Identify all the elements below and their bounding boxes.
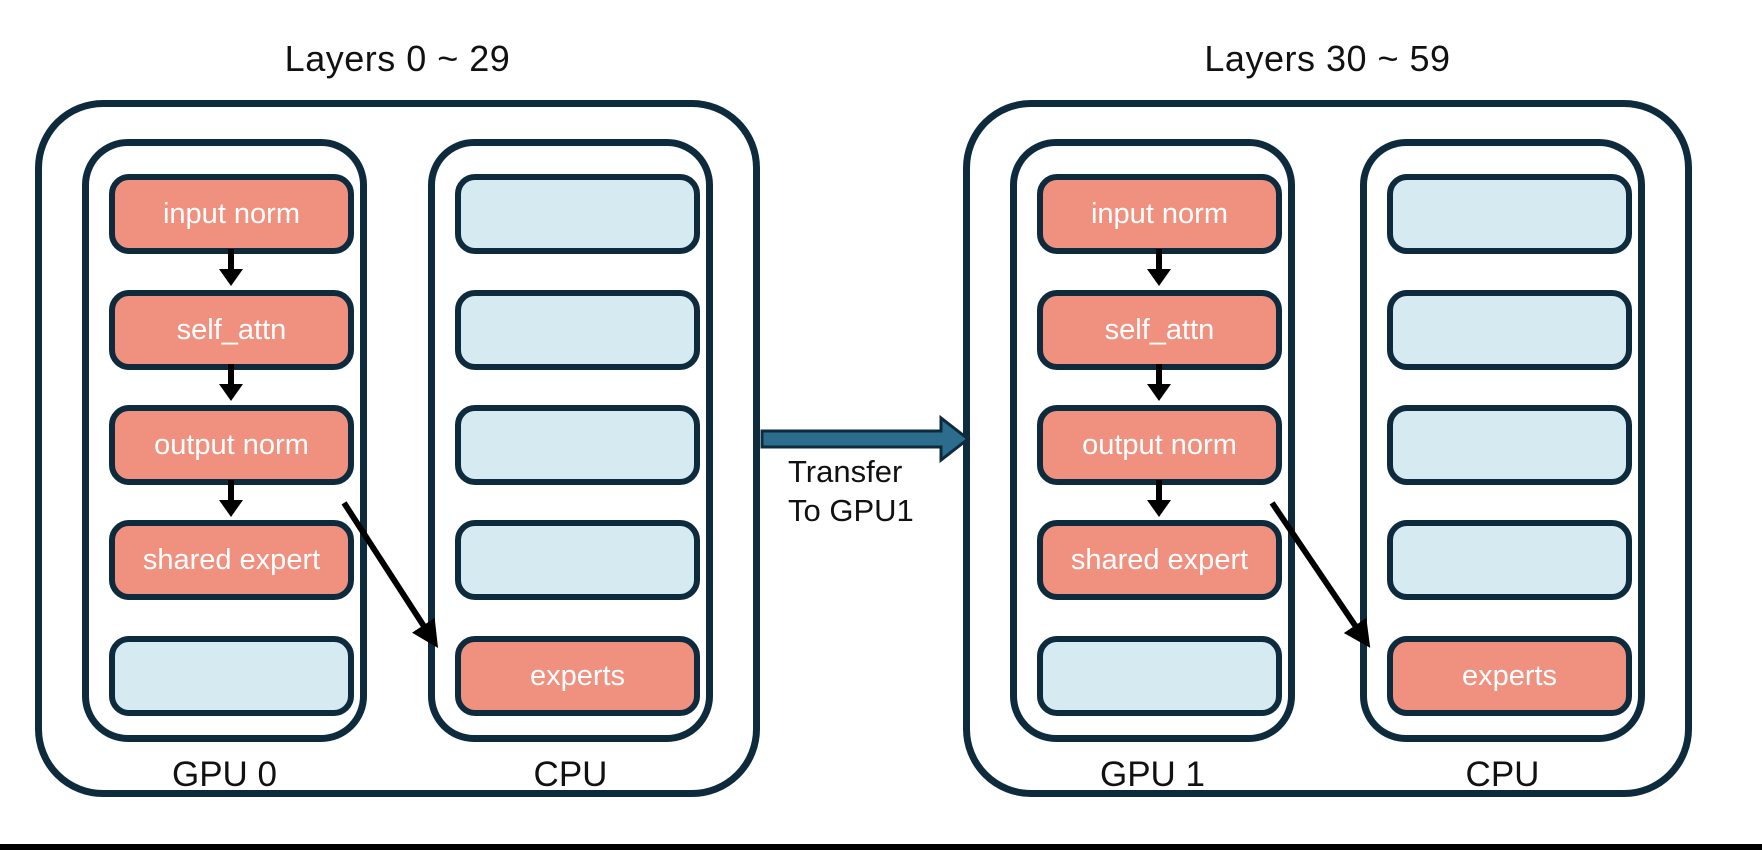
self-attn-box: self_attn [1037, 290, 1282, 370]
empty-slot-box [1387, 520, 1632, 600]
experts-box: experts [455, 636, 700, 716]
layer-group-30-59: input norm self_attn output norm shared … [963, 100, 1692, 797]
transfer-label: Transfer To GPU1 [788, 452, 914, 530]
empty-slot-box [1387, 174, 1632, 254]
empty-slot-box [1037, 636, 1282, 716]
group-title: Layers 30 ~ 59 [1204, 38, 1451, 79]
cpu-label: CPU [533, 755, 608, 794]
shared-expert-box: shared expert [109, 520, 354, 600]
transfer-label-line2: To GPU1 [788, 493, 914, 528]
gpu0-column: input norm self_attn output norm shared … [82, 139, 367, 742]
input-norm-box: input norm [1037, 174, 1282, 254]
input-norm-box: input norm [109, 174, 354, 254]
empty-slot-box [109, 636, 354, 716]
flow-arrow-icon [218, 249, 244, 287]
transfer-label-line1: Transfer [788, 454, 903, 489]
flow-arrow-icon [218, 480, 244, 518]
cpu-label: CPU [1465, 755, 1540, 794]
self-attn-box: self_attn [109, 290, 354, 370]
gpu-label: GPU 1 [1099, 755, 1206, 794]
output-norm-box: output norm [1037, 405, 1282, 485]
transfer-arrow-icon [760, 414, 971, 464]
gpu1-column: input norm self_attn output norm shared … [1010, 139, 1295, 742]
flow-arrow-icon [218, 364, 244, 402]
bottom-edge-bar [0, 844, 1762, 850]
empty-slot-box [455, 174, 700, 254]
empty-slot-box [455, 290, 700, 370]
flow-arrow-icon [1146, 364, 1172, 402]
empty-slot-box [455, 405, 700, 485]
group-title: Layers 0 ~ 29 [284, 38, 511, 79]
empty-slot-box [1387, 405, 1632, 485]
output-norm-box: output norm [109, 405, 354, 485]
flow-arrow-icon [1146, 480, 1172, 518]
shared-expert-box: shared expert [1037, 520, 1282, 600]
empty-slot-box [455, 520, 700, 600]
experts-box: experts [1387, 636, 1632, 716]
empty-slot-box [1387, 290, 1632, 370]
cpu-column-left: experts [428, 139, 713, 742]
gpu-label: GPU 0 [171, 755, 278, 794]
layer-group-0-29: input norm self_attn output norm shared … [35, 100, 760, 797]
cpu-column-right: experts [1360, 139, 1645, 742]
flow-arrow-icon [1146, 249, 1172, 287]
